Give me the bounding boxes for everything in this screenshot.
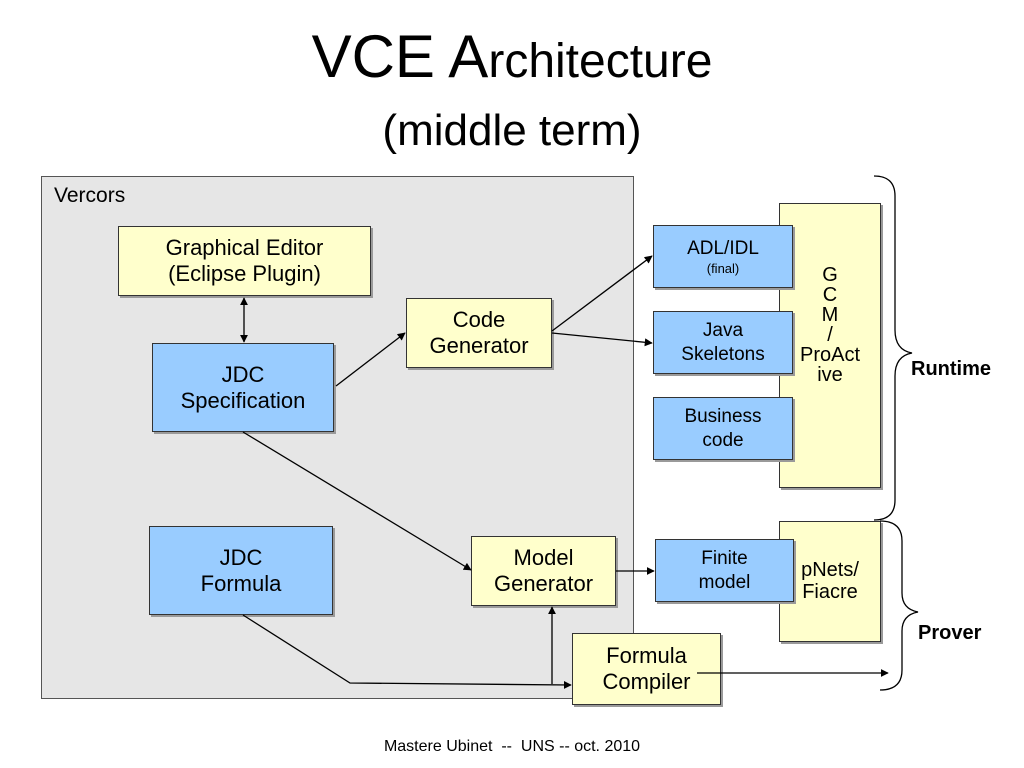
gcm-line-6: ive [817,364,843,386]
gcm-proactive-box [779,203,881,488]
runtime-label: Runtime [911,358,991,380]
vercors-label: Vercors [54,184,126,207]
pnets-fiacre-box [779,521,881,642]
formula-compiler-box: Formula Compiler [572,633,721,705]
title-rest: rchitecture [488,35,713,88]
model-generator-line-2: Generator [493,571,594,596]
slide-footer: Mastere Ubinet -- UNS -- oct. 2010 [383,738,641,755]
business-code-line-1: Business [684,405,762,427]
adl-idl-line-1: ADL/IDL [687,237,759,259]
finite-model-line-2: model [698,571,751,593]
gcm-line-1: G [822,264,838,286]
title-prefix: VCE A [311,23,489,90]
pnets-fiacre-text: pNets/ Fiacre [781,559,879,603]
formula-compiler-line-1: Formula [606,643,687,668]
finite-model-line-1: Finite [701,547,748,569]
jdc-specification-line-2: Specification [180,387,306,413]
gcm-line-3: M [821,304,839,326]
graphical-editor-line-1: Graphical Editor [165,235,324,260]
prover-brace [879,520,919,691]
code-generator-line-1: Code [452,307,506,332]
jdc-formula-box: JDC Formula [149,526,333,615]
jdc-specification-line-1: JDC [221,361,265,387]
gcm-proactive-text: G C M / ProAct ive [781,265,879,385]
adl-idl-box: ADL/IDL (final) [653,225,793,288]
gcm-line-2: C [822,284,838,306]
prover-label: Prover [918,622,982,644]
adl-idl-line-2: (final) [706,260,740,276]
pnets-line-1: pNets/ [801,559,859,581]
graphical-editor-box: Graphical Editor (Eclipse Plugin) [118,226,371,296]
business-code-box: Business code [653,397,793,460]
formula-compiler-line-2: Compiler [602,669,691,694]
model-generator-line-1: Model [513,545,574,570]
graphical-editor-line-2: (Eclipse Plugin) [168,261,321,286]
java-skeletons-box: Java Skeletons [653,311,793,374]
jdc-formula-line-2: Formula [200,570,282,596]
jdc-specification-box: JDC Specification [152,343,334,432]
model-generator-box: Model Generator [471,536,616,606]
java-skeletons-line-2: Skeletons [681,343,765,365]
code-generator-line-2: Generator [429,333,529,358]
business-code-line-2: code [702,429,744,451]
java-skeletons-line-1: Java [702,319,744,341]
code-generator-box: Code Generator [406,298,552,368]
gcm-line-4: / [827,324,833,346]
gcm-line-5: ProAct [799,344,861,366]
pnets-line-2: Fiacre [802,581,858,603]
jdc-formula-line-1: JDC [219,544,263,570]
slide-subtitle: (middle term) [382,106,642,155]
finite-model-box: Finite model [655,539,794,602]
slide-title: VCE Architecture [0,22,1024,97]
